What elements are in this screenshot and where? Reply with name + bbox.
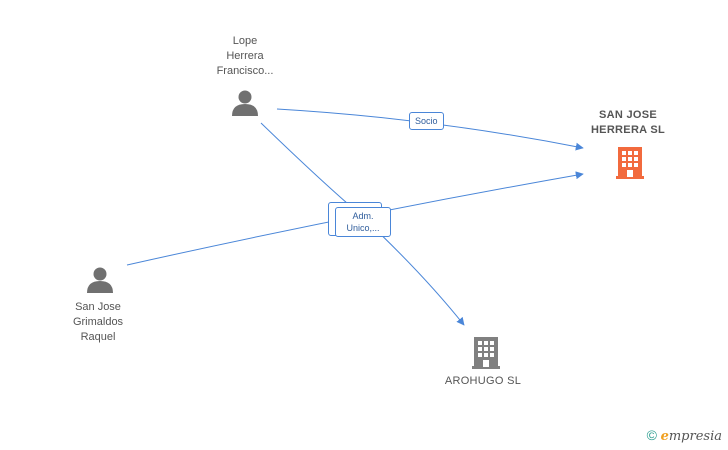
edge-label-adm[interactable]: Adm. Unico,... <box>335 207 391 237</box>
person-label-lope[interactable]: Lope Herrera Francisco... <box>216 35 274 77</box>
company-label-main[interactable]: SAN JOSE HERRERA SL <box>590 109 666 136</box>
edge-label-socio[interactable]: Socio <box>409 112 444 130</box>
building-icon[interactable] <box>614 145 646 179</box>
person-icon[interactable] <box>230 89 260 117</box>
person-icon[interactable] <box>85 266 115 294</box>
building-icon[interactable] <box>470 335 502 369</box>
brand-logo: empresia <box>660 429 722 444</box>
empresia-brand[interactable]: © empresia <box>647 427 722 444</box>
copyright-icon: © <box>646 427 657 443</box>
company-label-arohugo[interactable]: AROHUGO SL <box>444 375 522 387</box>
person-label-sanjose[interactable]: San Jose Grimaldos Raquel <box>72 301 124 343</box>
